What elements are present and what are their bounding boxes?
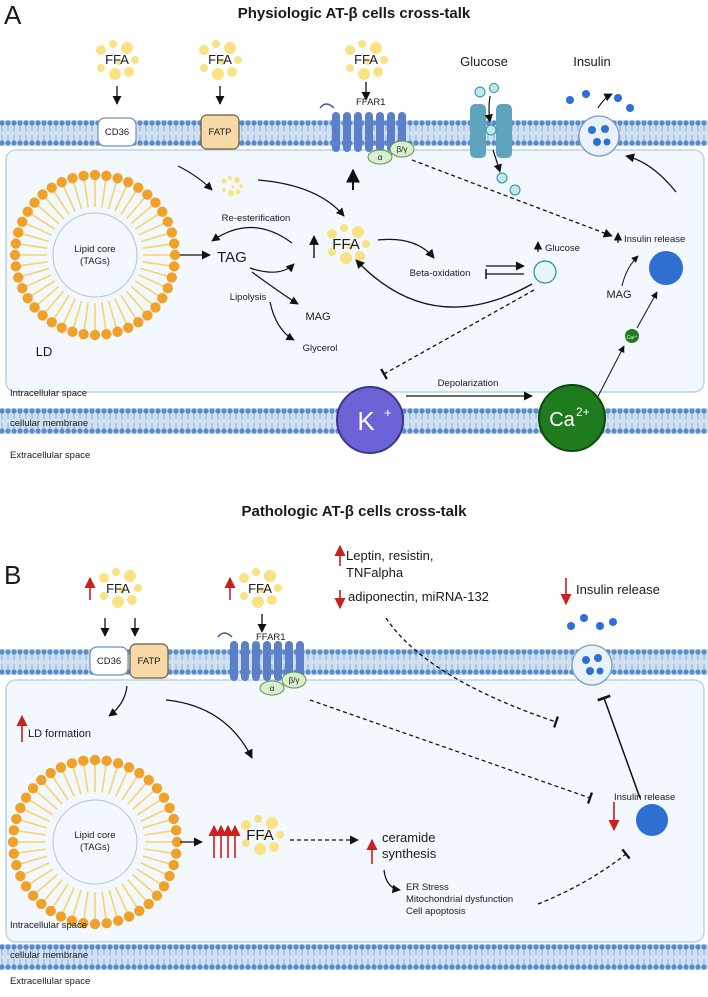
lipid-core-label: Lipid core [74, 244, 115, 255]
ca-ion-charge: 2+ [576, 405, 590, 419]
depolarization-label: Depolarization [438, 378, 499, 389]
panel-b-cell-interior [5, 679, 705, 943]
insulin-release-label: Insulin release [624, 234, 685, 245]
insulin-granule [649, 251, 683, 285]
glucose-transporter: Glucose [460, 54, 521, 196]
fatp-label: FATP [208, 127, 231, 138]
ceramide-synthesis-label: synthesis [382, 846, 437, 861]
beta-oxidation-label: Beta-oxidation [410, 268, 471, 279]
ffa-b-center: FFA [208, 815, 284, 858]
glucose-intracellular [533, 260, 557, 284]
glucose-intracellular-label: Glucose [545, 243, 580, 254]
insulin-granule-b [636, 804, 668, 836]
cd36-transporter [97, 117, 137, 147]
ca-ion-channel [538, 384, 606, 452]
panel-a-intracellular-label: Intracellular space [10, 388, 87, 399]
cd36-b-label: CD36 [97, 656, 121, 667]
insulin-vesicle-b [567, 614, 617, 686]
ffar1-b-label: FFAR1 [256, 632, 286, 643]
lipolysis-label: Lipolysis [230, 292, 267, 303]
ffa-b-cluster-1: FFA [84, 568, 142, 637]
ca-ion-label: Ca [549, 409, 575, 431]
panel-b-intracellular-label: Intracellular space [10, 920, 87, 931]
ceramide-label: ceramide [382, 830, 435, 845]
panel-a-letter: A [4, 0, 22, 30]
leptin-label: Leptin, resistin, [346, 548, 433, 563]
ffar1-label: FFAR1 [356, 97, 386, 108]
adiponectin-label: adiponectin, miRNA-132 [348, 589, 489, 604]
ld-label: LD [36, 344, 53, 359]
ffa-label-3: FFA [354, 52, 378, 67]
mag-left-label: MAG [305, 311, 330, 323]
panel-b-letter: B [4, 560, 21, 590]
lipid-core-tags-label: (TAGs) [80, 256, 110, 267]
fatp-b-label: FATP [137, 656, 160, 667]
insulin-release-b-top-label: Insulin release [576, 582, 660, 597]
cd36-b-transporter [89, 646, 129, 676]
panel-b-title: Pathologic AT-β cells cross-talk [241, 503, 467, 520]
ffa-center: FFA [309, 168, 370, 264]
insulin-label: Insulin [573, 54, 611, 69]
lipid-droplet: Lipid core (TAGs) LD [9, 169, 181, 359]
g-beta-gamma-b-subunit [281, 671, 307, 689]
ffa-cluster-1: FFA [96, 40, 139, 105]
glycerol-label: Glycerol [303, 343, 338, 354]
ffar1-receptor: FFAR1 α β/γ [319, 97, 415, 165]
panel-b-bottom-membrane [0, 944, 708, 970]
panel-a-extracellular-label: Extracellular space [10, 450, 90, 461]
panel-b-membrane-label: cellular membrane [10, 950, 88, 961]
ffa-label-1: FFA [105, 52, 129, 67]
g-alpha-label: α [378, 153, 383, 162]
g-beta-gamma-label: β/γ [397, 145, 408, 154]
reesterification-label: Re-esterification [222, 213, 291, 224]
ffa-center-label: FFA [332, 236, 360, 253]
g-alpha-b-subunit [259, 680, 285, 696]
lipid-droplet-b: Lipid core (TAGs) [7, 754, 183, 930]
panel-a: A Physiologic AT-β cells cross-talk FFA … [0, 0, 708, 461]
ffa-cluster-2: FFA [199, 40, 242, 105]
insulin-vesicle-top: Insulin [566, 54, 634, 157]
ca-small-label: Ca²⁺ [627, 335, 638, 341]
ffa-cluster-3: FFA [345, 40, 388, 101]
k-ion-charge: + [384, 405, 392, 420]
k-ion-channel [336, 386, 404, 454]
lipid-core-tags-b-label: (TAGs) [80, 842, 110, 853]
ffa-b-center-label: FFA [246, 827, 274, 844]
mito-label: Mitochondrial dysfunction [406, 894, 513, 905]
ca-small-ion [625, 329, 639, 343]
panel-b: Pathologic AT-β cells cross-talk B FFA F… [0, 503, 708, 987]
lipid-core-b-label: Lipid core [74, 830, 115, 841]
ffa-b-label-1: FFA [106, 581, 130, 596]
fatp-b-transporter [129, 643, 169, 679]
er-stress-label: ER Stress [406, 882, 449, 893]
g-alpha-subunit [367, 149, 393, 165]
apoptosis-label: Cell apoptosis [406, 906, 466, 917]
panel-a-title: Physiologic AT-β cells cross-talk [238, 5, 471, 22]
g-beta-gamma-b-label: β/γ [289, 676, 300, 685]
panel-a-membrane-label: cellular membrane [10, 418, 88, 429]
tag-label: TAG [217, 249, 247, 266]
mag-right-label: MAG [606, 289, 631, 301]
fatp-transporter [200, 114, 240, 150]
ffa-b-cluster-2: FFA [224, 568, 282, 633]
k-ion-label: K [357, 406, 375, 436]
ffar1-b-receptor: FFAR1 α β/γ [217, 632, 307, 696]
ld-formation-label: LD formation [28, 728, 91, 740]
ffa-b-label-2: FFA [248, 581, 272, 596]
ffa-label-2: FFA [208, 52, 232, 67]
insulin-release-b-label: Insulin release [614, 792, 675, 803]
panel-b-extracellular-label: Extracellular space [10, 976, 90, 987]
cd36-label: CD36 [105, 127, 129, 138]
tnfalpha-label: TNFalpha [346, 565, 404, 580]
glucose-label: Glucose [460, 54, 508, 69]
g-beta-gamma-subunit [389, 140, 415, 158]
g-alpha-b-label: α [270, 684, 275, 693]
